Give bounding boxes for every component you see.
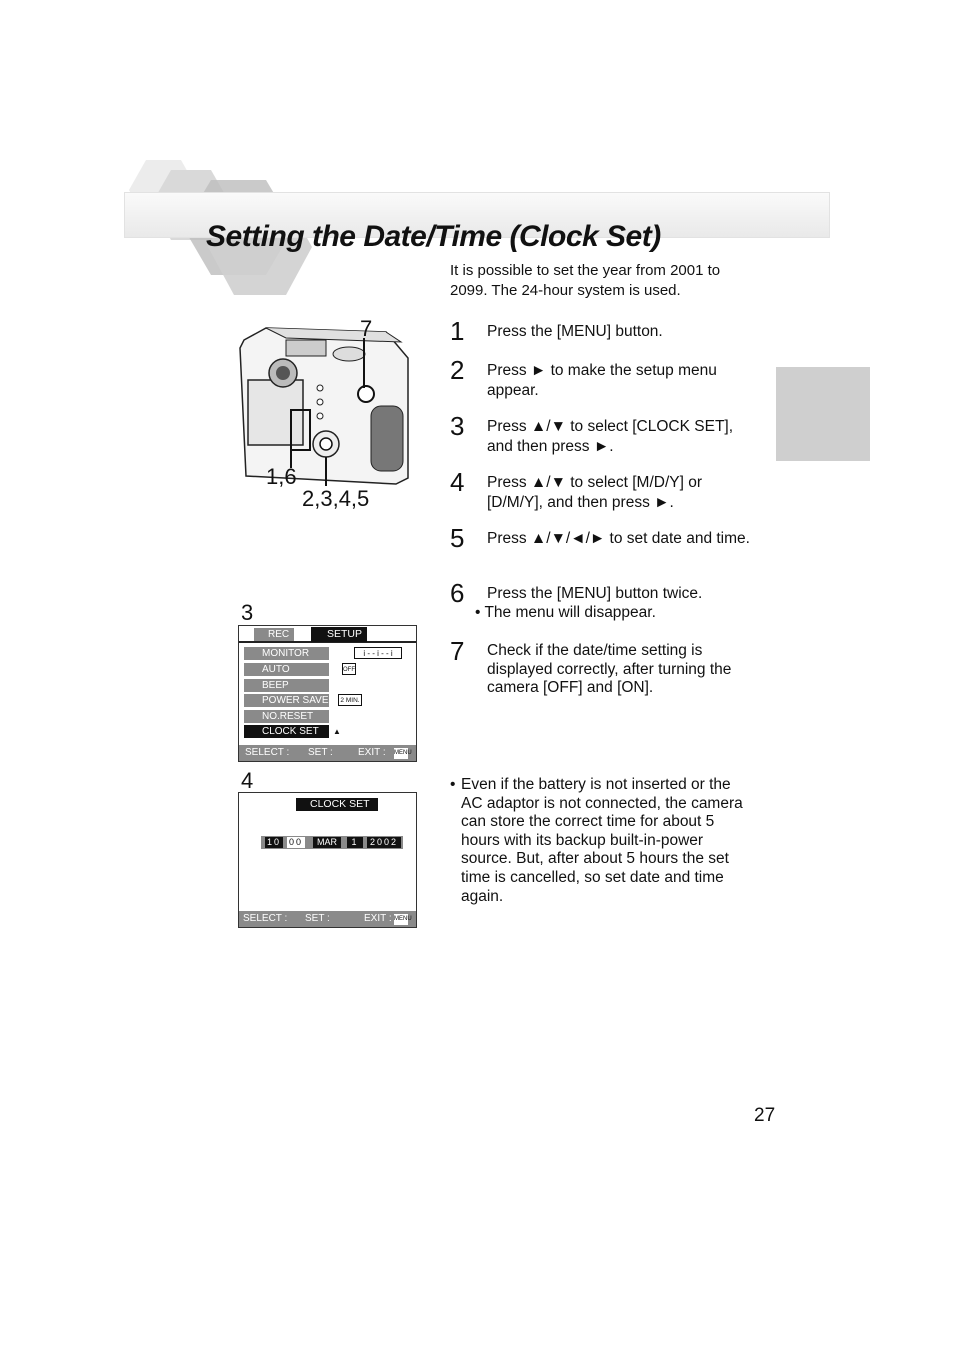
menu-tabbar: REC SETUP <box>239 626 416 643</box>
screen4-footer: SELECT : SET : EXIT : MENU <box>239 911 416 927</box>
page-number: 27 <box>754 1105 776 1126</box>
footer-set: SET : <box>305 913 330 924</box>
callout-7: 7 <box>360 316 373 341</box>
tab-rec[interactable]: REC <box>254 628 294 641</box>
page-title: Setting the Date/Time (Clock Set) <box>206 220 661 253</box>
step-text: Press ► to make the setup menu appear. <box>487 362 717 399</box>
footer-select: SELECT : <box>245 747 290 758</box>
step-number: 6 <box>450 578 465 608</box>
step-text: Check if the date/time setting is displa… <box>487 642 732 696</box>
screen3-footer: SELECT : SET : EXIT : MENU <box>239 745 416 761</box>
setup-menu-screen: REC SETUP MONITOR i - - i - - i AUTO REV… <box>238 625 417 762</box>
title-banner <box>124 192 830 238</box>
callout-2-3-4-5: 2,3,4,5 <box>302 486 370 511</box>
menu-item-no-reset[interactable]: NO.RESET <box>244 710 329 723</box>
figure-label-4: 4 <box>241 768 254 793</box>
tab-setup[interactable]: SETUP <box>311 627 367 642</box>
menu-item-monitor[interactable]: MONITOR <box>244 647 329 660</box>
power-save-value: 2 MIN. <box>338 694 362 706</box>
step-text: Press ▲/▼ to select [CLOCK SET], and the… <box>487 418 734 455</box>
note-bullet: • <box>450 776 456 793</box>
step-text: Press ▲/▼/◄/► to set date and time. <box>487 530 750 547</box>
camera-illustration <box>239 327 409 486</box>
step-number: 7 <box>450 636 465 666</box>
menu-button-icon: MENU <box>394 914 412 925</box>
menu-button-icon: MENU <box>394 748 412 759</box>
note-paragraph: • Even if the battery is not inserted or… <box>450 776 750 906</box>
month-field[interactable]: MAR <box>313 837 341 848</box>
footer-set: SET : <box>308 747 333 758</box>
figure-label-3: 3 <box>241 600 254 625</box>
menu-item-beep[interactable]: BEEP <box>244 679 329 692</box>
clock-set-title: CLOCK SET <box>296 798 378 811</box>
step-number: 1 <box>450 316 465 346</box>
step-number: 5 <box>450 523 465 553</box>
monitor-value: i - - i - - i <box>354 647 402 659</box>
step-number: 2 <box>450 355 465 385</box>
step-number: 4 <box>450 467 465 497</box>
step-text: Press the [MENU] button. <box>487 323 663 340</box>
footer-exit: EXIT : <box>358 747 386 758</box>
footer-exit: EXIT : <box>364 913 392 924</box>
note-text: Even if the battery is not inserted or t… <box>461 776 743 905</box>
auto-review-value: OFF <box>342 663 356 675</box>
menu-item-power-save[interactable]: POWER SAVE <box>244 694 329 707</box>
callout-1-6: 1,6 <box>266 464 297 489</box>
menu-item-auto-review[interactable]: AUTO REVIEW <box>244 663 329 688</box>
intro-text: It is possible to set the year from 2001… <box>450 262 721 299</box>
clock-set-screen: CLOCK SET 10 00 MAR 1 2002 SELECT : SET … <box>238 792 417 928</box>
hour-field[interactable]: 10 <box>265 837 283 848</box>
footer-select: SELECT : <box>243 913 288 924</box>
menu-item-clock-set[interactable]: CLOCK SET <box>244 725 329 738</box>
year-field[interactable]: 2002 <box>367 837 401 848</box>
step-subnote: • The menu will disappear. <box>475 604 656 621</box>
day-field[interactable]: 1 <box>347 837 363 848</box>
date-time-row: 10 00 MAR 1 2002 <box>261 836 403 849</box>
minute-field[interactable]: 00 <box>287 837 305 848</box>
section-tab <box>776 367 870 461</box>
clock-set-value: ▲ <box>333 727 341 736</box>
step-number: 3 <box>450 411 465 441</box>
step-text: Press ▲/▼ to select [M/D/Y] or [D/M/Y], … <box>487 474 703 511</box>
step-text: Press the [MENU] button twice. <box>487 585 703 602</box>
